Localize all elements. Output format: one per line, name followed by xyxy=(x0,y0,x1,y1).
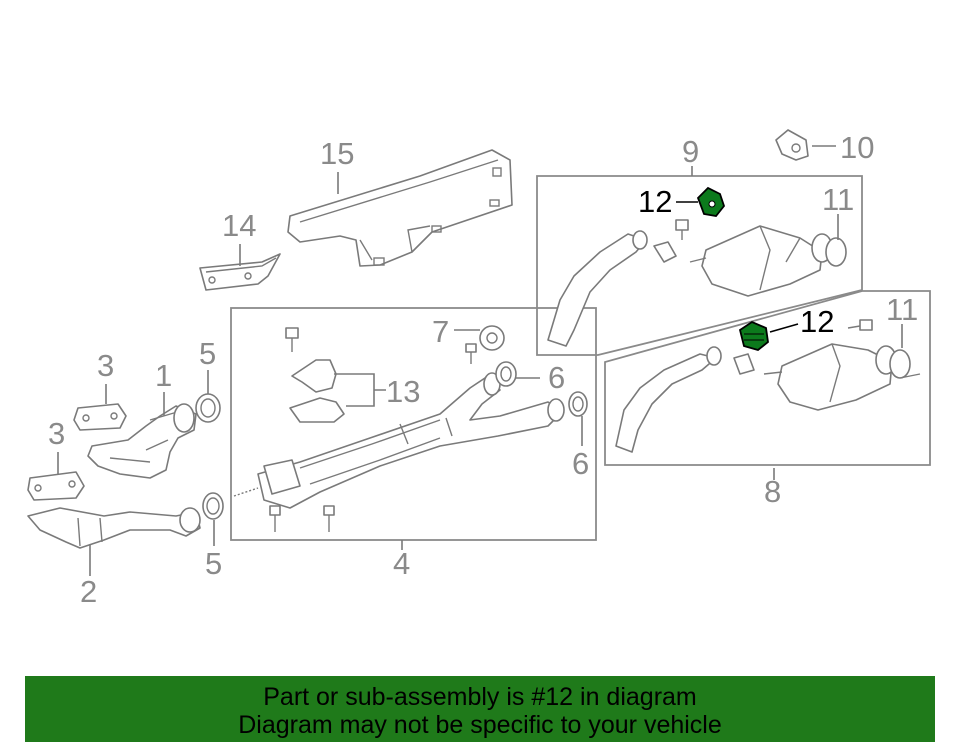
callout-2: 2 xyxy=(80,574,97,609)
seal-ring-part-5-upper xyxy=(195,393,221,423)
callout-3-upper: 3 xyxy=(97,348,114,383)
seal-ring-part-5-lower xyxy=(202,492,224,520)
bracket-part-13-lower xyxy=(289,397,345,423)
callout-1: 1 xyxy=(155,358,172,393)
callout-6-upper: 6 xyxy=(548,360,565,395)
bracket-part-14 xyxy=(199,253,281,291)
clamp-part-6-lower xyxy=(568,391,588,417)
insulator-part-12-lower xyxy=(738,320,769,351)
group-box-8 xyxy=(604,290,931,466)
callout-5-lower: 5 xyxy=(205,546,222,581)
banner-part-note: Part or sub-assembly is #12 in diagram xyxy=(263,683,697,711)
hanger-part-7 xyxy=(465,325,505,364)
callout-3-lower: 3 xyxy=(48,416,65,451)
bolt-part-9 xyxy=(675,219,689,240)
bolt-part-13 xyxy=(285,327,299,352)
callout-12-upper: 12 xyxy=(638,184,672,219)
bolt-part-4-right xyxy=(323,505,335,532)
muffler-assembly-part-8 xyxy=(615,343,921,453)
gasket-part-3-lower xyxy=(27,471,85,501)
heat-shield-part-15 xyxy=(287,149,513,267)
callout-9: 9 xyxy=(682,134,699,169)
banner-disclaimer: Diagram may not be specific to your vehi… xyxy=(238,711,722,739)
callout-15: 15 xyxy=(320,136,354,171)
callout-11-lower: 11 xyxy=(886,292,918,327)
bolt-part-4-left xyxy=(269,505,281,532)
callout-4: 4 xyxy=(393,546,410,581)
callout-10: 10 xyxy=(840,130,874,165)
callout-12-lower: 12 xyxy=(800,304,834,339)
callout-7: 7 xyxy=(432,314,449,349)
gasket-part-3-upper xyxy=(73,403,127,431)
callout-13: 13 xyxy=(386,374,420,409)
callout-5-upper: 5 xyxy=(199,336,216,371)
muffler-assembly-part-9 xyxy=(547,225,847,347)
clamp-part-6-upper xyxy=(495,361,517,387)
callout-8: 8 xyxy=(764,474,781,509)
converter-pipe-part-2 xyxy=(27,507,201,549)
bracket-part-13-upper xyxy=(291,359,337,393)
info-banner: Part or sub-assembly is #12 in diagram D… xyxy=(25,676,935,742)
front-pipe-part-4 xyxy=(233,372,565,509)
callout-labels: 15 14 3 3 1 5 5 2 4 7 6 6 13 9 10 11 11 … xyxy=(48,130,918,609)
callout-14: 14 xyxy=(222,208,256,243)
hanger-part-10 xyxy=(775,129,809,161)
insulator-part-12-upper xyxy=(696,186,726,217)
leader-lines xyxy=(57,145,903,576)
group-box-4 xyxy=(230,307,597,541)
callout-11-upper: 11 xyxy=(822,182,854,217)
group-box-9 xyxy=(536,175,863,356)
bolt-part-8 xyxy=(847,319,873,331)
callout-6-lower: 6 xyxy=(572,446,589,481)
manifold-pipe-part-1 xyxy=(87,403,197,479)
